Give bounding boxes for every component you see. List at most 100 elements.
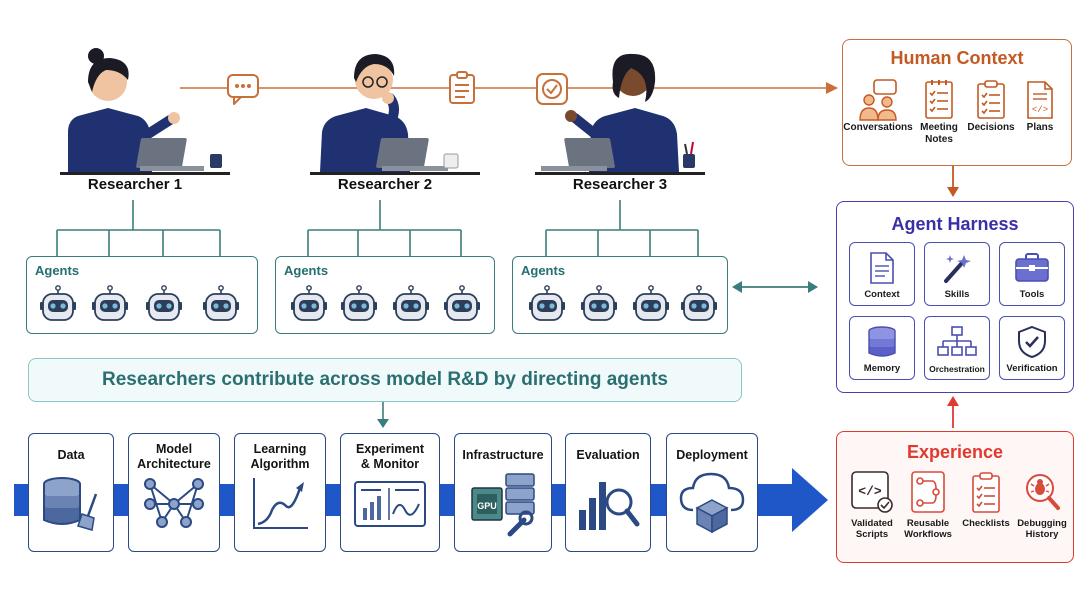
researcher-2-label: Researcher 2 xyxy=(337,176,433,193)
agent-group-1: Agents xyxy=(26,256,258,334)
robot-icon xyxy=(146,285,182,325)
bug-magnifier-icon xyxy=(1026,474,1060,510)
stage-learning-algorithm: Learning Algorithm xyxy=(234,433,326,552)
chat-bubble-icon xyxy=(227,74,259,105)
stage-label: Model Architecture xyxy=(137,442,211,471)
code-document-icon: </> xyxy=(1027,81,1053,119)
robot-icon xyxy=(341,285,377,325)
hc-item-label: Conversations xyxy=(843,122,913,133)
ex-item-label: Checklists xyxy=(962,518,1010,529)
robot-icon xyxy=(92,285,128,325)
ah-skills: Skills xyxy=(924,242,990,306)
ah-memory: Memory xyxy=(849,316,915,380)
ex-item-label: Validated Scripts xyxy=(851,518,893,540)
agent-group-3: Agents xyxy=(512,256,728,334)
agents-label: Agents xyxy=(284,263,329,278)
document-icon xyxy=(870,252,894,284)
check-circle-icon xyxy=(536,73,568,105)
clipboard-check-icon xyxy=(977,80,1005,119)
ah-tile-label: Tools xyxy=(1019,289,1045,300)
robot-icon xyxy=(444,285,480,325)
researcher-1-label: Researcher 1 xyxy=(87,176,183,193)
human-context-title: Human Context xyxy=(890,48,1024,68)
stage-label: Data xyxy=(57,448,85,462)
agents-label: Agents xyxy=(35,263,80,278)
learning-curve-icon xyxy=(253,478,308,529)
ex-checklists: Checklists xyxy=(955,470,1017,529)
workflow-icon xyxy=(911,471,945,513)
researcher-2: Researcher 2 xyxy=(290,42,480,193)
researcher-3-label: Researcher 3 xyxy=(572,176,668,193)
hc-item-label: Plans xyxy=(1026,122,1054,133)
experience-title: Experience xyxy=(906,442,1004,462)
ah-tile-label: Orchestration xyxy=(929,364,985,374)
agents-label: Agents xyxy=(521,263,566,278)
ex-reusable-workflows: Reusable Workflows xyxy=(897,470,959,540)
hc-item-label: Meeting Notes xyxy=(920,122,958,145)
researcher-2-illustration xyxy=(310,54,480,175)
ah-context: Context xyxy=(849,242,915,306)
stage-evaluation: Evaluation xyxy=(565,433,651,552)
hc-meeting-notes: Meeting Notes xyxy=(911,78,967,146)
svg-text:GPU: GPU xyxy=(477,501,497,511)
agent-group-2: Agents xyxy=(275,256,495,334)
notes-checklist-icon xyxy=(925,80,953,119)
researcher-1: Researcher 1 xyxy=(40,42,230,193)
robot-icon xyxy=(40,285,76,325)
robot-icon xyxy=(681,285,717,325)
ah-verification: Verification xyxy=(999,316,1065,380)
bar-chart-magnifier-icon xyxy=(579,482,640,530)
robot-icon xyxy=(393,285,429,325)
ex-debugging-history: Debugging History xyxy=(1011,470,1073,540)
stage-infrastructure: Infrastructure GPU xyxy=(454,433,552,552)
agent-harness-panel: Agent Harness Context Skills Tools xyxy=(836,201,1074,393)
code-check-icon: </> xyxy=(851,471,893,513)
robot-icon xyxy=(633,285,669,325)
stage-data: Data xyxy=(28,433,114,552)
gpu-server-icon: GPU xyxy=(471,473,535,537)
human-context-panel: Human Context Conversations Meeting Note… xyxy=(842,39,1072,166)
stage-experiment-monitor: Experiment & Monitor xyxy=(340,433,440,552)
researcher-1-illustration xyxy=(60,48,230,175)
experience-panel: Experience </> Validated Scripts Reusabl… xyxy=(836,431,1074,563)
magic-wand-icon xyxy=(944,255,971,283)
robot-icon xyxy=(291,285,327,325)
stage-label: Deployment xyxy=(676,448,748,462)
stage-deployment: Deployment xyxy=(666,433,758,552)
stage-model-architecture: Model Architecture xyxy=(128,433,220,552)
hierarchy-icon xyxy=(937,326,977,356)
hc-decisions: Decisions xyxy=(963,78,1019,134)
svg-text:</>: </> xyxy=(1032,105,1048,115)
checklist-icon xyxy=(972,472,1000,513)
ah-tile-label: Verification xyxy=(1006,363,1058,374)
hc-item-label: Decisions xyxy=(967,122,1015,133)
ex-validated-scripts: </> Validated Scripts xyxy=(841,470,903,540)
ah-tile-label: Memory xyxy=(863,363,901,374)
researcher-3: Researcher 3 xyxy=(525,42,715,193)
agent-harness-title: Agent Harness xyxy=(891,214,1019,234)
network-graph-icon xyxy=(144,478,204,528)
database-icon xyxy=(868,326,896,357)
robot-icon xyxy=(529,285,565,325)
shield-check-icon xyxy=(1018,325,1046,359)
ah-tile-label: Context xyxy=(864,289,900,300)
researcher-3-illustration xyxy=(535,53,705,175)
stage-label: Learning Algorithm xyxy=(250,442,310,471)
toolbox-icon xyxy=(1015,253,1049,282)
robot-icon xyxy=(581,285,617,325)
database-broom-icon xyxy=(43,477,98,531)
robot-icon xyxy=(203,285,239,325)
stage-label: Experiment & Monitor xyxy=(355,442,425,471)
stage-label: Evaluation xyxy=(576,448,640,462)
dashboard-icon xyxy=(354,481,426,527)
ah-tools: Tools xyxy=(999,242,1065,306)
hc-conversations: Conversations xyxy=(843,78,913,134)
people-chat-icon xyxy=(859,79,897,121)
cloud-cube-icon xyxy=(679,472,745,534)
ah-tile-label: Skills xyxy=(944,289,970,300)
stage-label: Infrastructure xyxy=(462,448,544,462)
rnd-banner: Researchers contribute across model R&D … xyxy=(28,358,742,402)
hc-plans: </> Plans xyxy=(1015,78,1065,134)
ex-item-label: Reusable Workflows xyxy=(904,518,952,540)
clipboard-icon xyxy=(449,71,475,104)
